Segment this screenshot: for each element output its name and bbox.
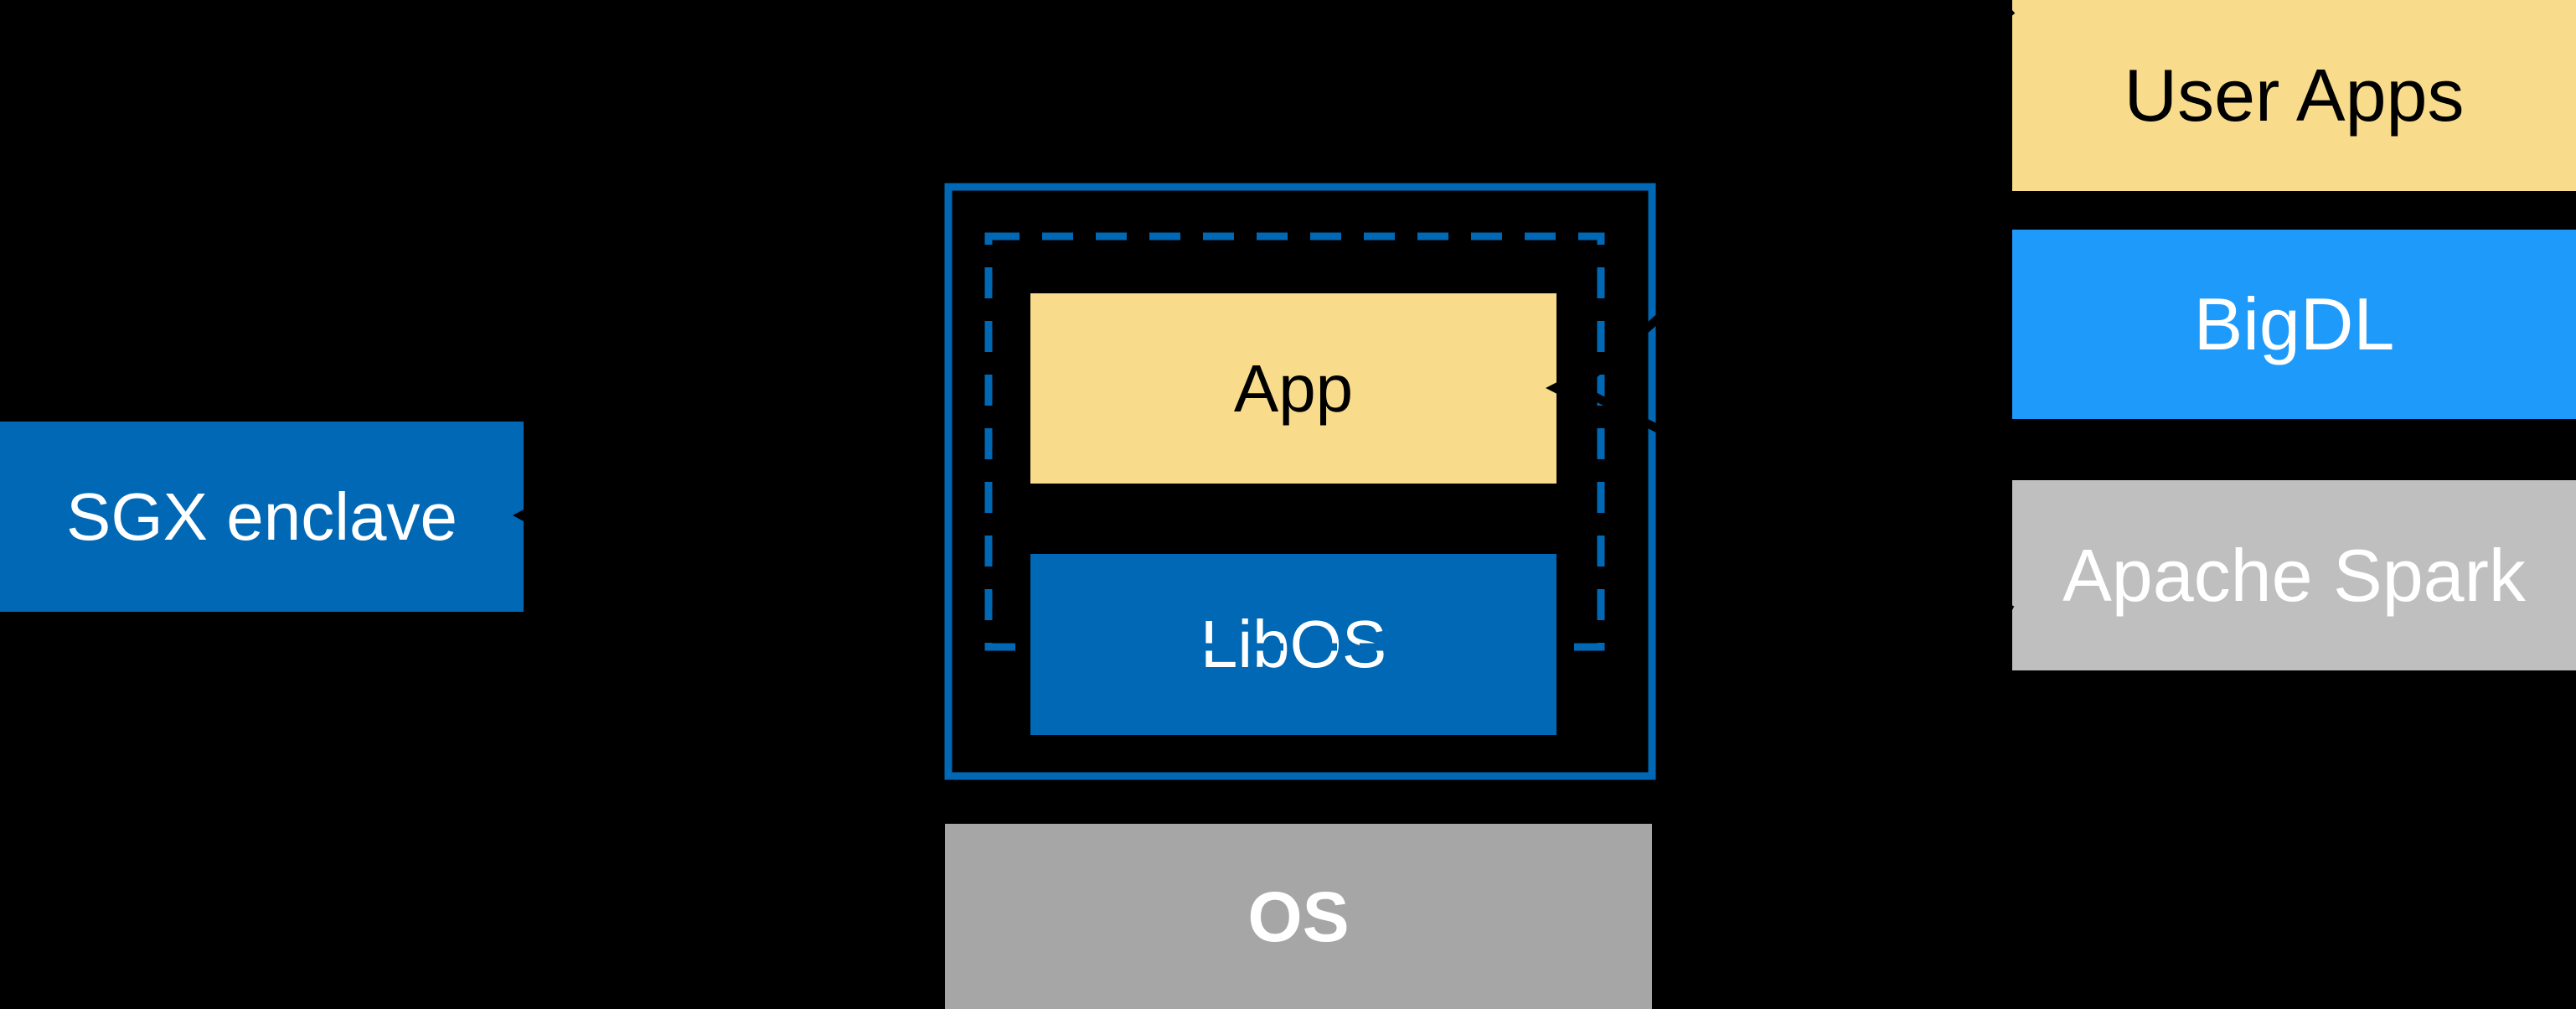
app-label: App	[1233, 350, 1354, 426]
user-apps-label: User Apps	[2124, 54, 2465, 137]
apache-spark-label: Apache Spark	[2062, 533, 2526, 617]
os-box: OS	[945, 824, 1652, 1009]
libos-label: LibOS	[1200, 607, 1387, 681]
libos-box: LibOS	[1030, 554, 1556, 735]
user-apps-box: User Apps	[2012, 0, 2576, 191]
sgx-enclave-label: SGX enclave	[66, 479, 457, 554]
stack-callout-upper-line	[1575, 7, 2016, 391]
spark-box: Apache Spark	[2012, 480, 2576, 670]
os-label: OS	[1247, 877, 1350, 956]
stack-callout-lower-line	[1576, 384, 2015, 614]
bigdl-label: BigDL	[2193, 282, 2395, 365]
bigdl-box: BigDL	[2012, 230, 2576, 419]
sgx-enclave-label-box: SGX enclave	[0, 422, 524, 612]
app-box: App	[1030, 293, 1556, 484]
